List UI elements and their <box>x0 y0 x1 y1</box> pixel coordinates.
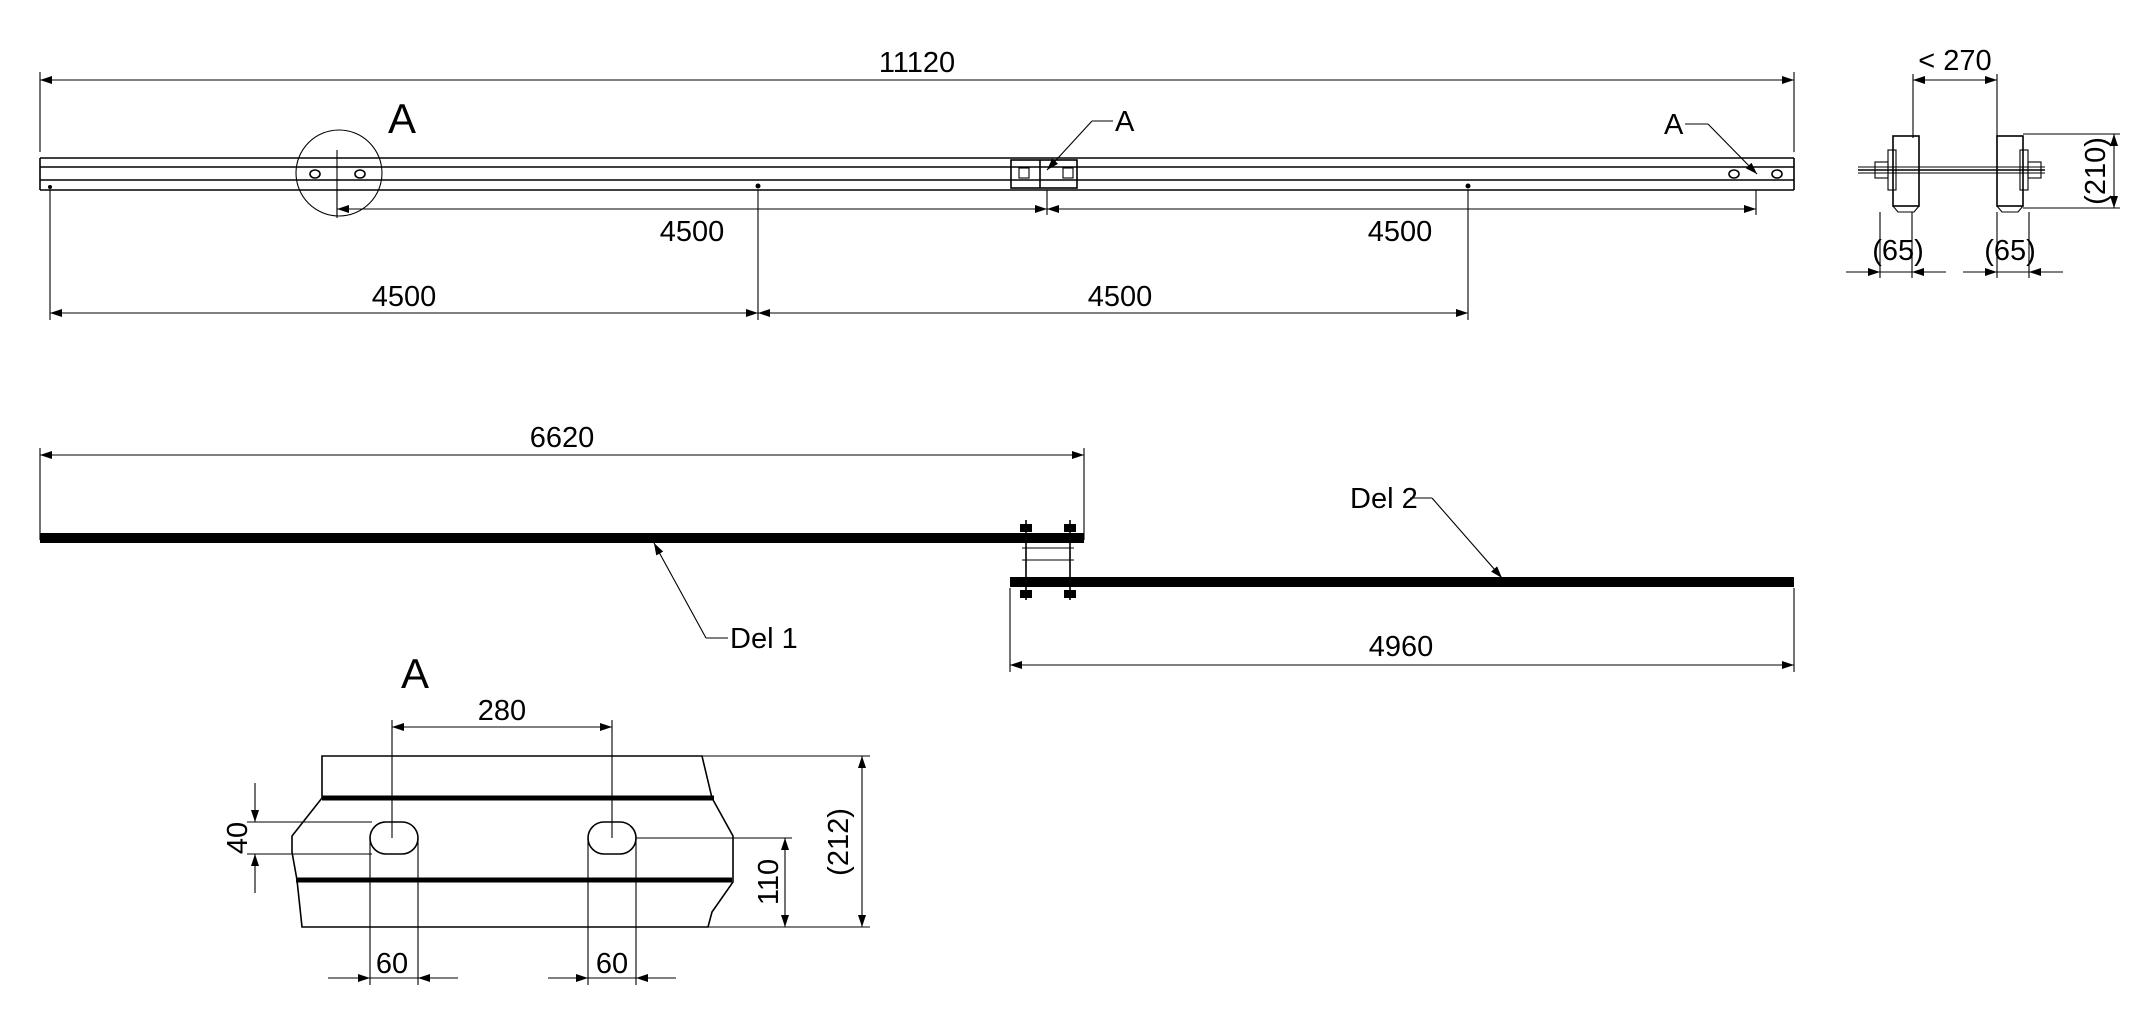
leader-a-right-text: A <box>1664 109 1684 141</box>
hole-spacing-value: 280 <box>478 695 526 727</box>
leader-a-middle-text: A <box>1115 106 1135 138</box>
dimension-overall-height: (212) <box>702 755 870 928</box>
overall-height-value: (212) <box>823 808 855 876</box>
upper-span-2-value: 4500 <box>1368 216 1433 248</box>
dimension-upper-spans: 4500 4500 <box>336 190 1757 248</box>
dimension-overall-length: 11120 <box>39 47 1795 152</box>
overall-length-value: 11120 <box>879 47 955 79</box>
end-view: < 270 (210) (65) (65) <box>1846 45 2120 278</box>
dimension-slot-height: 40 <box>222 783 372 893</box>
slot-width-right-value: 60 <box>596 948 628 980</box>
part2-length-value: 4960 <box>1369 631 1434 663</box>
offset-left-value: (65) <box>1872 235 1924 267</box>
lower-span-1-value: 4500 <box>372 281 437 313</box>
dimension-end-height: (210) <box>2023 133 2120 209</box>
top-view: 11120 A <box>39 47 1795 320</box>
detail-a: A 280 40 110 <box>222 650 870 985</box>
leader-a-middle: A <box>1046 106 1135 171</box>
width-limit-value: < 270 <box>1918 45 1991 77</box>
detail-profile-outline <box>291 755 734 928</box>
part2-label: Del 2 <box>1350 483 1418 515</box>
detail-a-title: A <box>401 650 429 697</box>
dimension-width-limit: < 270 <box>1912 45 1998 138</box>
dimension-end-offsets: (65) (65) <box>1846 212 2063 278</box>
part1-label: Del 1 <box>730 623 798 655</box>
leader-part1: Del 1 <box>653 542 798 655</box>
leader-a-right: A <box>1664 109 1758 175</box>
detail-callout-label: A <box>388 95 416 142</box>
lower-span-2-value: 4500 <box>1088 281 1153 313</box>
offset-right-value: (65) <box>1984 235 2036 267</box>
splice-bolts <box>1020 520 1076 600</box>
dimension-lower-spans: 4500 4500 <box>49 190 1469 320</box>
assembly-view: 6620 Del 1 Del 2 <box>39 422 1795 672</box>
end-height-value: (210) <box>2080 137 2112 205</box>
dimension-hole-spacing: 280 <box>391 695 613 838</box>
slot-to-bottom-value: 110 <box>753 859 785 905</box>
dimension-slot-widths: 60 60 <box>328 838 676 985</box>
part1-length-value: 6620 <box>530 422 595 454</box>
detail-circle-a: A <box>295 95 416 218</box>
slot-height-value: 40 <box>222 822 254 854</box>
dimension-part2-length: 4960 <box>1009 588 1795 672</box>
dimension-slot-to-bottom: 110 <box>636 837 792 928</box>
slot-width-left-value: 60 <box>376 948 408 980</box>
upper-span-1-value: 4500 <box>660 216 725 248</box>
rail-beam <box>39 157 1795 191</box>
leader-part2: Del 2 <box>1350 483 1503 579</box>
slot-left <box>369 821 419 855</box>
dimension-part1-length: 6620 <box>39 422 1085 540</box>
